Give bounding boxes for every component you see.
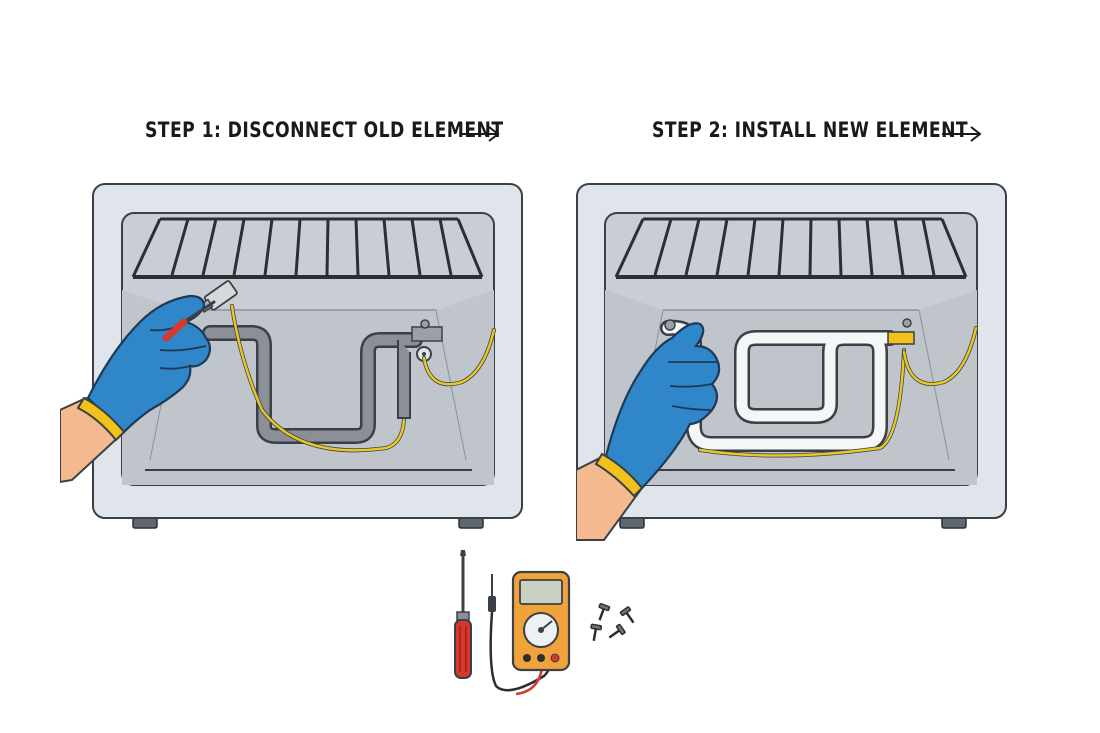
step-2-arrow-icon xyxy=(942,126,982,142)
terminal-block xyxy=(887,331,915,345)
gloved-hand xyxy=(604,322,721,490)
step-1-arrow-icon xyxy=(460,126,500,142)
oven-rack xyxy=(614,217,968,279)
screws-icon xyxy=(590,603,635,642)
oven-step-2 xyxy=(576,183,1007,541)
glove-cuff xyxy=(76,396,126,442)
step-1-title: STEP 1: DISCONNECT OLD ELEMENT xyxy=(145,118,504,142)
terminal-block xyxy=(411,326,443,342)
element-bracket xyxy=(397,340,411,419)
oven-rack xyxy=(131,217,484,279)
terminal-screw xyxy=(664,319,676,331)
step-2-title: STEP 2: INSTALL NEW ELEMENT xyxy=(652,118,969,142)
oven-step-1 xyxy=(60,183,523,529)
tools xyxy=(454,550,635,696)
multimeter-icon xyxy=(511,570,571,672)
screwdriver-icon xyxy=(454,550,472,679)
glove-cuff xyxy=(594,452,644,498)
hand-screwdriver xyxy=(162,318,188,342)
